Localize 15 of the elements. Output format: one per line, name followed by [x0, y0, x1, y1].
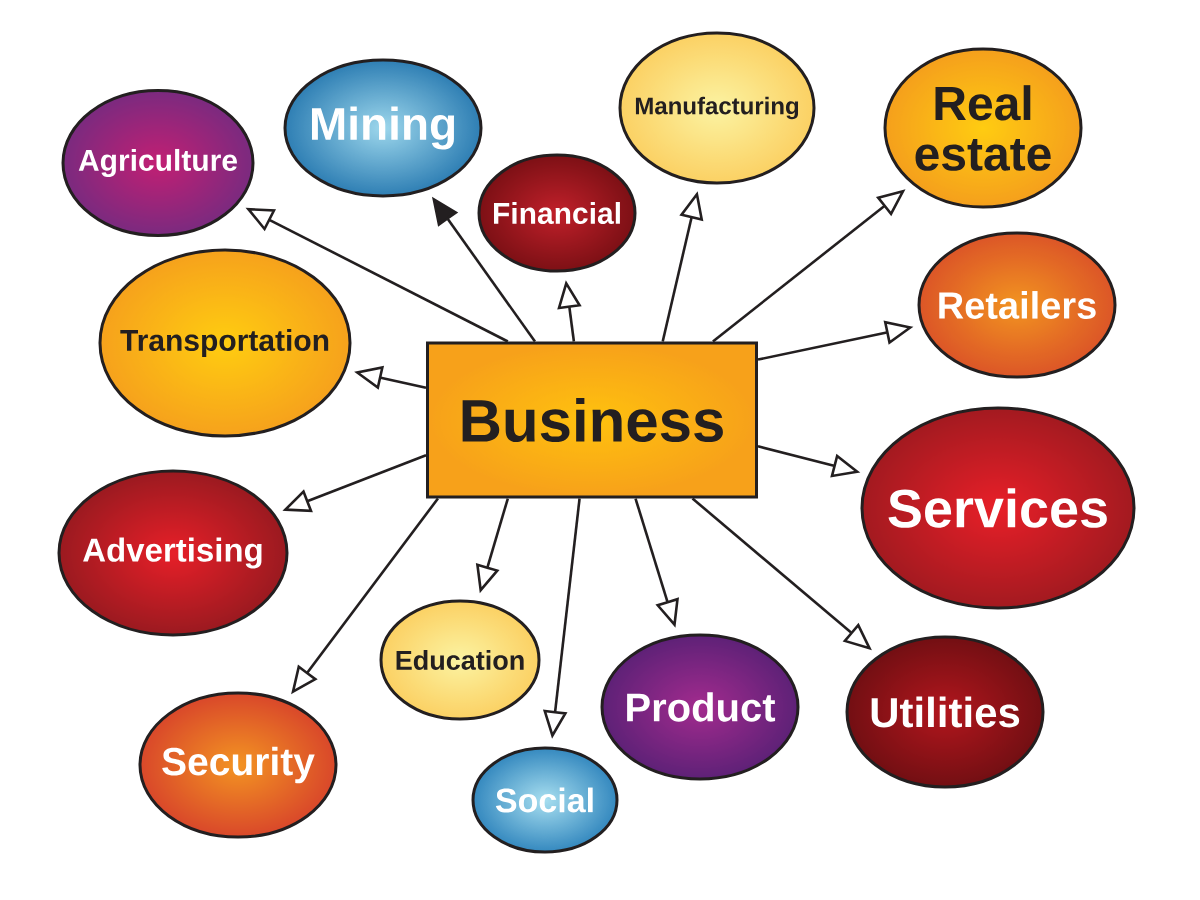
- topic-bubble: Education: [379, 599, 541, 721]
- topic-bubble: Product: [600, 633, 800, 781]
- topic-bubble: Retailers: [917, 231, 1117, 379]
- topic-bubble: Social: [471, 746, 619, 854]
- topic-bubble: Advertising: [57, 469, 289, 637]
- topic-bubble: Utilities: [845, 635, 1045, 789]
- topic-bubble: Manufacturing: [618, 31, 816, 185]
- topic-bubble: Services: [860, 406, 1136, 610]
- topic-bubble: Security: [138, 691, 338, 839]
- topic-bubble: Mining: [283, 58, 483, 198]
- topic-bubble: Financial: [477, 153, 637, 273]
- topic-bubble: Real estate: [883, 47, 1083, 209]
- topic-bubble: Agriculture: [61, 89, 255, 237]
- topic-bubble: Transportation: [98, 248, 352, 438]
- central-box: Business: [426, 341, 758, 499]
